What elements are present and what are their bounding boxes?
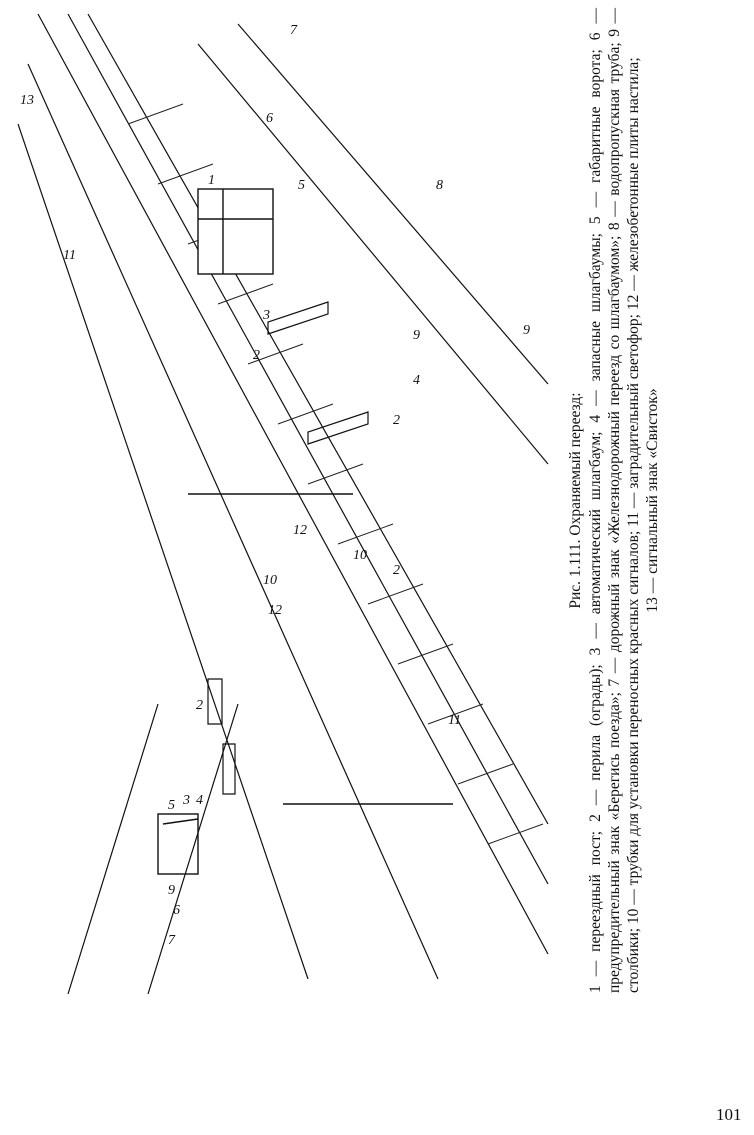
label-5: 5: [298, 178, 305, 193]
label-11b: 11: [448, 713, 461, 728]
caption-legend: 1 — переездный пост; 2 — перила (ограды)…: [586, 8, 662, 993]
label-9c: 9: [523, 323, 530, 338]
label-4: 4: [413, 373, 420, 388]
crossing-post: [197, 188, 274, 275]
label-7b: 7: [168, 933, 176, 948]
label-7: 7: [290, 23, 298, 38]
road: [67, 23, 549, 994]
crossing-drawing: 1 2 2 3 4 5 6 7 8 9 10 10 11 11 12 12 13…: [17, 13, 549, 994]
label-3: 3: [262, 308, 270, 323]
label-10b: 10: [263, 573, 277, 588]
page-number: 101: [716, 1105, 742, 1124]
label-2b: 2: [393, 413, 400, 428]
sleepers: [127, 103, 544, 845]
label-2a: 2: [253, 348, 260, 363]
figure-caption: Рис. 1.111. Охраняемый переезд: 1 — пере…: [566, 8, 662, 993]
track-bed: [17, 13, 549, 980]
label-8: 8: [436, 178, 443, 193]
label-2c: 2: [196, 698, 203, 713]
label-13: 13: [20, 93, 34, 108]
label-4b: 4: [196, 793, 203, 808]
crossing-illustration: 1 2 2 3 4 5 6 7 8 9 10 10 11 11 12 12 13…: [8, 4, 553, 994]
poles: [157, 493, 453, 875]
caption-area: Рис. 1.111. Охраняемый переезд: 1 — пере…: [566, 8, 716, 1008]
caption-title: Рис. 1.111. Охраняемый переезд:: [567, 392, 584, 609]
caption-legend-text: 1 — переездный пост; 2 — перила (ограды)…: [587, 8, 642, 993]
label-9b: 9: [168, 883, 175, 898]
label-10a: 10: [353, 548, 367, 563]
label-11a: 11: [63, 248, 76, 263]
fences: [207, 301, 369, 795]
label-6: 6: [266, 111, 273, 126]
label-3b: 3: [182, 793, 190, 808]
caption-legend-last: 13 — сигнальный знак «Свисток»: [644, 388, 661, 613]
label-2d: 2: [393, 563, 400, 578]
label-12a: 12: [293, 523, 307, 538]
label-6b: 6: [173, 903, 180, 918]
label-9: 9: [413, 328, 420, 343]
label-1: 1: [208, 173, 215, 188]
label-5b: 5: [168, 798, 175, 813]
label-12b: 12: [268, 603, 282, 618]
